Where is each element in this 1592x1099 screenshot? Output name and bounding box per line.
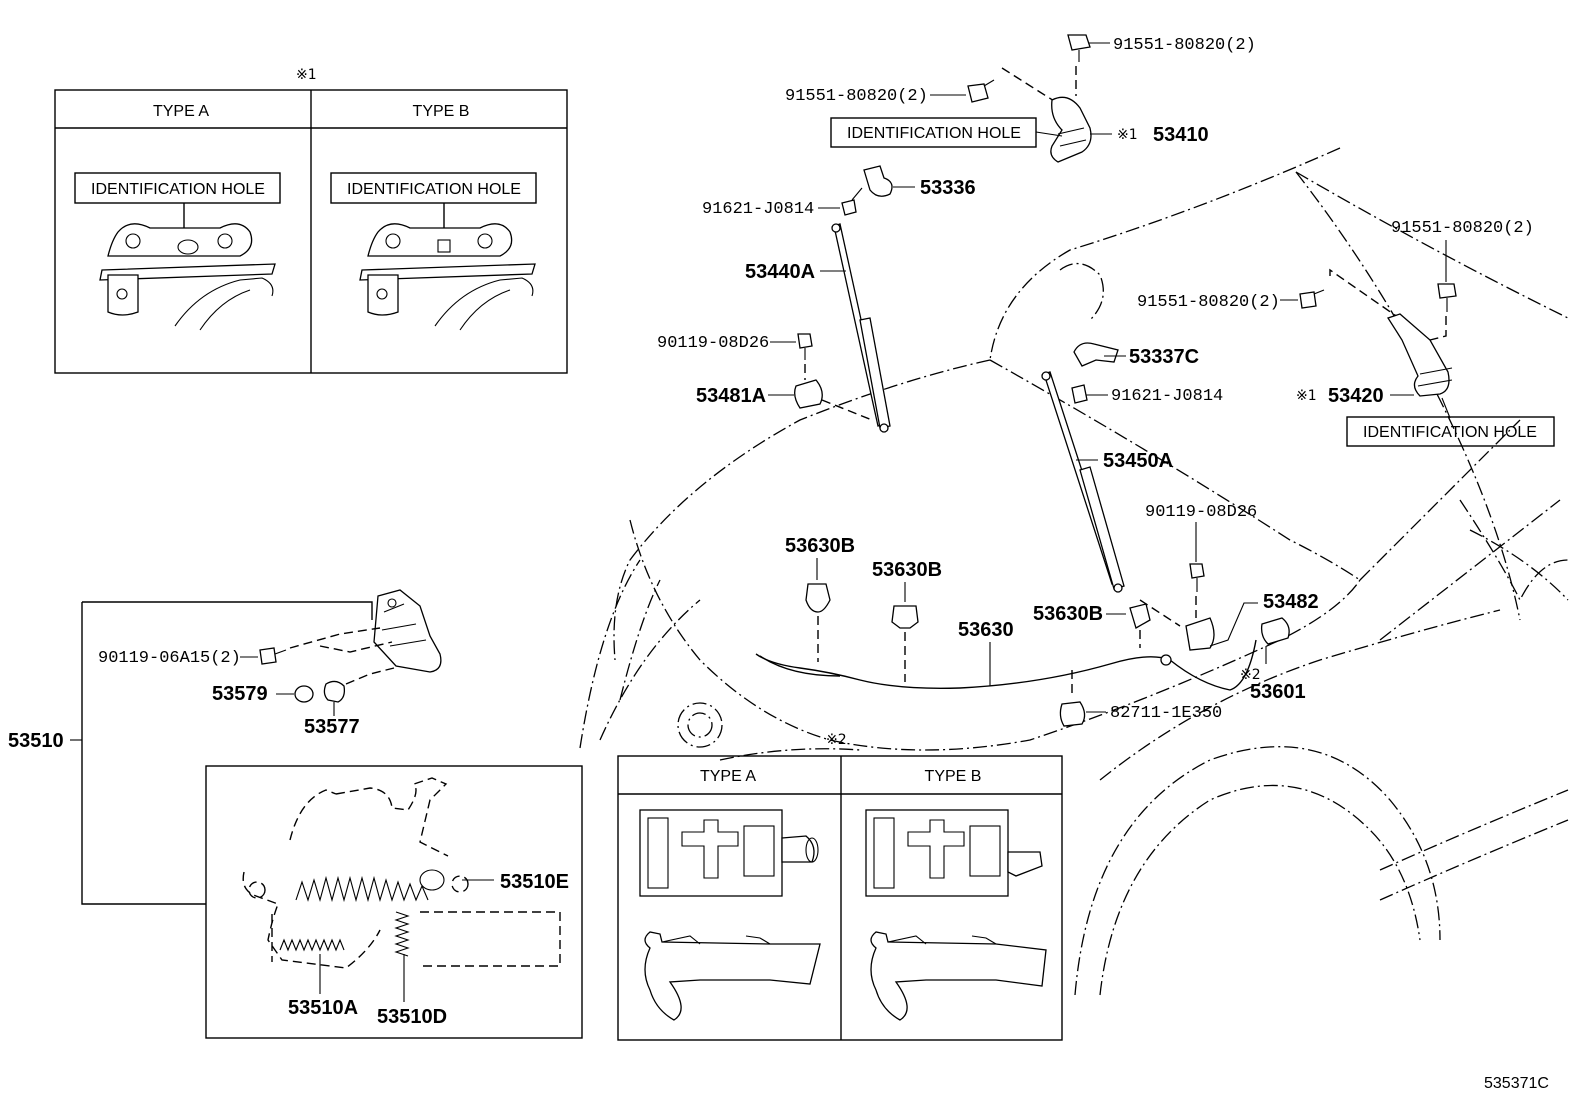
note1-mark: ※1 [296, 67, 317, 83]
callout-91621-right: 91621-J0814 [1111, 387, 1223, 406]
inset1-type-b-label: TYPE B [413, 103, 470, 120]
hinge-53420-identification-hole-label: IDENTIFICATION HOLE [1363, 424, 1537, 441]
callout-53630b-mid: 53630B [872, 559, 942, 581]
switch-53601-icon [1260, 617, 1290, 645]
hood-cable-53630-group: 53630B 53630B 53630B 53630 82711-1E350 5… [755, 535, 1319, 748]
switch-53601-note-mark: ※2 [1240, 667, 1261, 683]
hinge-53420-note-mark: ※1 [1296, 388, 1317, 404]
bracket-53481a-icon [794, 379, 823, 409]
callout-53420: 53420 [1328, 385, 1384, 407]
callout-82711: 82711-1E350 [1110, 704, 1222, 723]
callout-91551-right-top: 91551-80820(2) [1391, 219, 1534, 238]
inset-hinge-types: ※1 TYPE A TYPE B IDENTIFICATION HOLE IDE… [54, 67, 568, 374]
bolt-91551-right-top-icon [1437, 283, 1457, 299]
callout-90119-right: 90119-08D26 [1145, 503, 1257, 522]
callout-53601: 53601 [1250, 681, 1306, 703]
screw-91621-left-icon [841, 199, 857, 216]
callout-53336: 53336 [920, 177, 976, 199]
callout-53440a: 53440A [745, 261, 815, 283]
bolt-90119-right-icon [1189, 563, 1205, 579]
spring-53510a-icon [279, 938, 345, 952]
clamp-53630b-left-icon [805, 583, 831, 613]
hood-lock-53510-icon [373, 589, 442, 673]
callout-53481a: 53481A [696, 385, 766, 407]
callout-53630b-left: 53630B [785, 535, 855, 557]
callout-53510e: 53510E [500, 871, 569, 893]
inset1-a-identification-hole-label: IDENTIFICATION HOLE [91, 181, 265, 198]
callout-91621-left: 91621-J0814 [702, 200, 814, 219]
hinge-53410-note-mark: ※1 [1117, 127, 1138, 143]
hinge-53420-icon [1387, 313, 1450, 397]
hinge-53410-identification-hole-label: IDENTIFICATION HOLE [847, 125, 1021, 142]
inset1-b-identification-hole-label: IDENTIFICATION HOLE [347, 181, 521, 198]
callout-91551-left: 91551-80820(2) [785, 87, 928, 106]
callout-53630: 53630 [958, 619, 1014, 641]
inset2-type-a-label: TYPE A [700, 768, 756, 785]
spring-53510d-icon [394, 911, 410, 957]
bolt-90119-left-icon [797, 333, 813, 349]
clamp-53630b-right-icon [1129, 603, 1151, 629]
hood-support-53440a-group: 53440A 90119-08D26 53481A [657, 223, 891, 433]
hood-lock-53510-group: 53510 90119-06A15(2) 53579 53577 [8, 589, 442, 905]
bolt-91551-left-icon [967, 83, 989, 103]
inset-hood-lock-detail: 53510E 53510A 53510D [205, 765, 583, 1039]
bracket-53336-group: 53336 91621-J0814 [702, 165, 976, 219]
callout-91551-right-left: 91551-80820(2) [1137, 293, 1280, 312]
hood-support-53450a-icon [1079, 466, 1125, 590]
callout-90119-lock: 90119-06A15(2) [98, 649, 241, 668]
callout-53510a: 53510A [288, 997, 358, 1019]
callout-53410: 53410 [1153, 124, 1209, 146]
callout-90119-left: 90119-08D26 [657, 334, 769, 353]
hinge-53410-icon [1050, 96, 1092, 163]
inset1-type-a-label: TYPE A [153, 103, 209, 120]
hood-hinge-53420-group: 91551-80820(2) 91551-80820(2) ※1 53420 I… [1137, 219, 1555, 447]
callout-53510: 53510 [8, 730, 64, 752]
bracket-53337c-icon [1073, 342, 1119, 367]
bracket-53482-lower-icon [1185, 617, 1215, 651]
hood-support-53440a-icon [859, 317, 891, 429]
figure-code: 535371C [1484, 1075, 1549, 1092]
spring-53510e-icon [295, 875, 429, 903]
clamp-82711-icon [1059, 701, 1086, 727]
hood-support-53450a-group: 53337C 91621-J0814 53450A 90119-08D26 [1041, 342, 1257, 651]
clamp-53630b-mid-icon [891, 605, 919, 629]
screw-91621-right-icon [1071, 384, 1088, 404]
inset2-note-mark: ※2 [826, 732, 847, 748]
callout-53337c: 53337C [1129, 346, 1199, 368]
callout-53579: 53579 [212, 683, 268, 705]
inset2-type-b-label: TYPE B [925, 768, 982, 785]
cushion-53577-icon [323, 680, 346, 703]
bolt-91551-right-left-icon [1299, 291, 1317, 309]
cushion-53579-icon [294, 685, 314, 703]
callout-53577: 53577 [304, 716, 360, 738]
callout-91551-top: 91551-80820(2) [1113, 36, 1256, 55]
callout-53482: 53482 [1263, 591, 1319, 613]
callout-53510d: 53510D [377, 1006, 447, 1028]
vehicle-body-outline [579, 147, 1569, 996]
callout-53630b-right: 53630B [1033, 603, 1103, 625]
switch-type-b-icon [865, 809, 1009, 897]
hood-hinge-53410-group: 91551-80820(2) 91551-80820(2) IDENTIFICA… [785, 34, 1256, 163]
switch-type-a-icon [639, 809, 783, 897]
bracket-53336-icon [863, 165, 893, 197]
bolt-90119-lock-icon [259, 647, 277, 665]
inset-switch-types: TYPE A TYPE B [617, 755, 1063, 1041]
hood-cable-53630-icon [755, 639, 1257, 691]
callout-53450a: 53450A [1103, 450, 1173, 472]
bolt-91551-top-icon [1067, 34, 1091, 51]
